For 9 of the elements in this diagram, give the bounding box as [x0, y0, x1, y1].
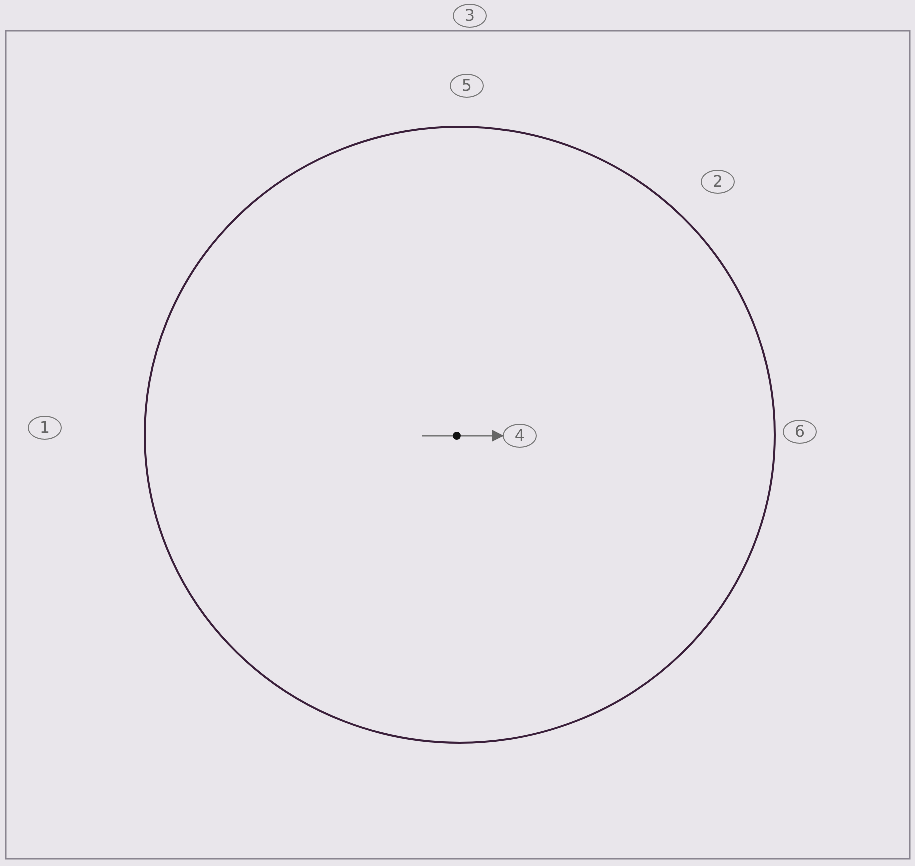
callout-number: 5 — [450, 74, 484, 98]
leader-line — [422, 435, 453, 437]
callout-number: 3 — [453, 4, 487, 28]
callout-number: 4 — [503, 424, 537, 448]
callout-number: 2 — [701, 170, 735, 194]
arrow — [461, 430, 504, 442]
callout-number: 1 — [28, 416, 62, 440]
center-dot — [453, 432, 461, 440]
callout-number: 6 — [783, 420, 817, 444]
